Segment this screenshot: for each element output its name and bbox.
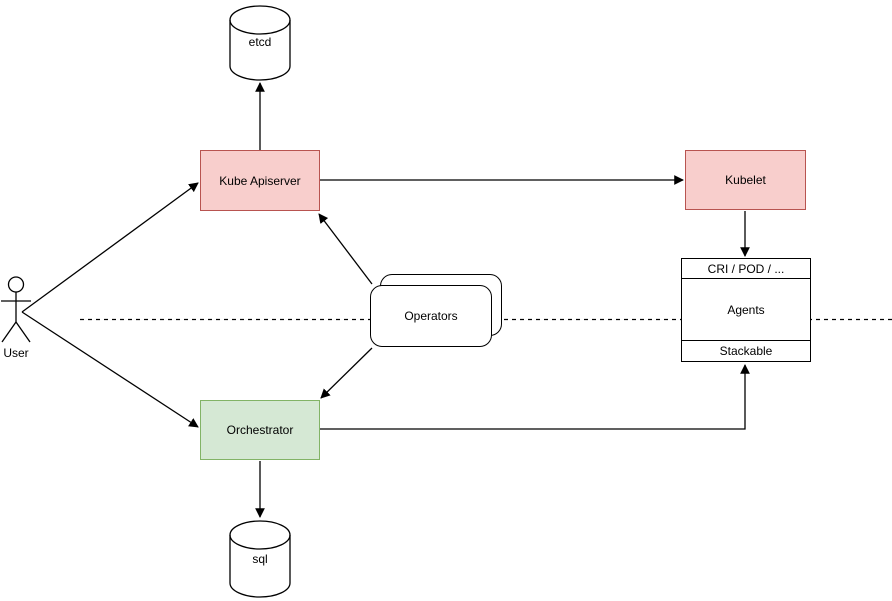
- agents-stack-header-label: CRI / POD / ...: [707, 261, 785, 276]
- node-operators[interactable]: Operators: [370, 285, 492, 347]
- agents-stack-footer-row: Stackable: [682, 340, 810, 361]
- actor-leg-left: [1, 321, 17, 343]
- node-user[interactable]: User: [1, 276, 31, 360]
- actor-leg-right: [15, 321, 31, 343]
- node-label: Orchestrator: [226, 423, 294, 437]
- sql-cylinder-shape: [229, 520, 291, 598]
- node-sql[interactable]: sql: [229, 520, 291, 598]
- sql-cylinder-lip: [229, 534, 291, 550]
- edge-orchestrator-to-stackable[interactable]: [320, 364, 750, 430]
- node-label: Kubelet: [725, 173, 766, 187]
- node-etcd[interactable]: etcd: [229, 5, 291, 81]
- etcd-cylinder-lip: [229, 19, 291, 35]
- edge-user-to-kube-apiserver[interactable]: [21, 182, 199, 313]
- edge-operators-to-orchestrator[interactable]: [320, 347, 373, 399]
- edge-user-to-orchestrator[interactable]: [21, 311, 199, 428]
- user-label: User: [3, 346, 28, 360]
- etcd-label: etcd: [249, 35, 272, 49]
- agents-stack-body-row: Agents: [682, 279, 810, 340]
- agents-stack-header-row: CRI / POD / ...: [682, 259, 810, 279]
- node-label: Kube Apiserver: [219, 173, 301, 188]
- node-agents-stack[interactable]: CRI / POD / ... Agents Stackable: [681, 258, 811, 362]
- agents-stack-body-label: Agents: [727, 302, 765, 317]
- node-orchestrator[interactable]: Orchestrator: [200, 400, 320, 460]
- node-label: Operators: [404, 309, 458, 323]
- agents-stack-footer-label: Stackable: [719, 344, 773, 358]
- sql-label: sql: [252, 552, 267, 566]
- node-kube-apiserver[interactable]: Kube Apiserver: [200, 150, 320, 211]
- node-kubelet[interactable]: Kubelet: [685, 150, 806, 210]
- etcd-cylinder-shape: [229, 5, 291, 81]
- edge-operators-to-kube-apiserver[interactable]: [318, 213, 373, 285]
- actor-head: [7, 276, 25, 293]
